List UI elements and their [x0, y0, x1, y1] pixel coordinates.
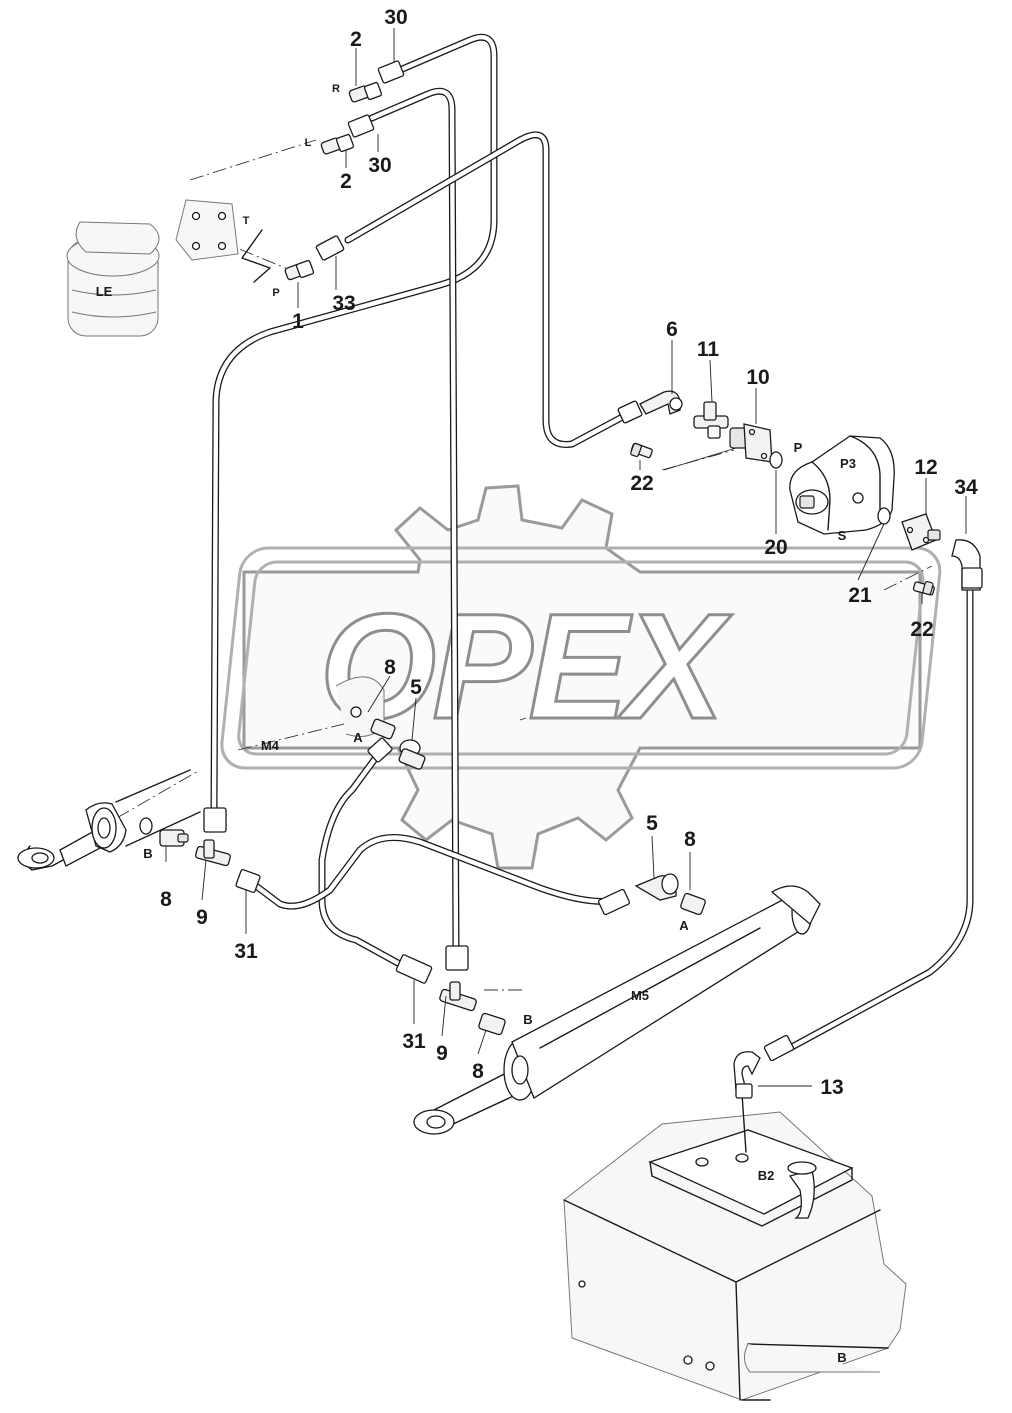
- hydraulic-tank: B2 B: [563, 1093, 907, 1401]
- tee-9-lower: [439, 981, 477, 1012]
- callout-numbers: 30 2 2 30 33 1 6 11 10 22 20 12 34 21 22…: [160, 6, 978, 1099]
- callout-8-m4-a: 8: [384, 656, 396, 679]
- label-t: T: [243, 215, 250, 227]
- label-m5: M5: [631, 988, 649, 1003]
- tee-11: [693, 401, 729, 439]
- callout-30-upper: 30: [384, 6, 407, 29]
- adapter-8-m5-a: [680, 892, 706, 916]
- callout-11: 11: [697, 338, 720, 361]
- hose-pump-to-tank: [786, 576, 974, 1052]
- callout-2-upper: 2: [350, 28, 362, 51]
- oring-20: [769, 451, 783, 469]
- callout-6: 6: [666, 318, 678, 341]
- label-m4-a: A: [353, 730, 363, 745]
- label-r: R: [332, 83, 340, 95]
- hose-nut-33: [315, 235, 345, 261]
- callout-5-m5: 5: [646, 812, 658, 835]
- hose-nut-31-left: [235, 869, 261, 893]
- opex-watermark: OPEX: [220, 484, 942, 870]
- bolt-22-upper: [630, 442, 653, 459]
- adapter-8-m4-a: [370, 718, 396, 740]
- adapter-8-m4-b: [139, 817, 189, 847]
- label-pump-s: S: [838, 528, 847, 543]
- hose-crossover: [244, 834, 624, 910]
- label-m5-b: B: [523, 1012, 532, 1027]
- callout-8-m4-b: 8: [160, 888, 172, 911]
- label-valve-p: P: [272, 287, 279, 299]
- flange-12: [901, 513, 941, 551]
- label-p3: P3: [840, 456, 856, 471]
- tee-9-left: [195, 839, 231, 867]
- elbow-13: [733, 1034, 795, 1099]
- elbow-5-m5: [634, 873, 679, 901]
- watermark-gear: [220, 484, 942, 870]
- leader-lines: [165, 28, 967, 1087]
- hoses: [210, 33, 974, 1052]
- callout-33: 33: [332, 292, 355, 315]
- label-m4: M4: [261, 738, 280, 753]
- callout-12: 12: [914, 456, 937, 479]
- callout-22-upper: 22: [630, 472, 653, 495]
- label-pump-p: P: [794, 440, 803, 455]
- hose-m4-to-tee: [318, 748, 422, 978]
- elbow-34: [951, 539, 983, 591]
- callout-31-left: 31: [234, 940, 258, 963]
- adapter-p: [284, 259, 315, 281]
- callout-9-left: 9: [196, 906, 208, 929]
- label-b2: B2: [758, 1168, 775, 1183]
- steering-unit-le: LE T: [66, 199, 271, 337]
- callout-21: 21: [848, 584, 872, 607]
- hose-nut-lower-tube: [445, 945, 469, 971]
- elbow-5-m4: [398, 739, 426, 770]
- elbow-6: [617, 390, 683, 424]
- cylinder-m5: M5 A B: [413, 885, 821, 1135]
- label-tank-b: B: [837, 1350, 846, 1365]
- port-labels: R L P: [272, 83, 340, 299]
- pump-group: P3 P S: [617, 390, 983, 596]
- bolt-22-lower: [912, 581, 935, 596]
- hose-nut-m5-elbow: [597, 888, 631, 916]
- valve-adapters: [284, 60, 405, 281]
- m5-fittings: [395, 873, 706, 1036]
- callout-13: 13: [820, 1076, 843, 1099]
- adapter-l: [320, 133, 355, 155]
- label-m5-a: A: [679, 918, 689, 933]
- adapter-r: [348, 81, 383, 103]
- callout-31-lower: 31: [402, 1030, 426, 1053]
- callout-1: 1: [292, 310, 304, 333]
- hose-nut-left-tube: [203, 807, 227, 833]
- callout-8-m5-b: 8: [472, 1060, 484, 1083]
- oring-21: [877, 507, 891, 525]
- hose-nut-30-lower: [347, 114, 375, 138]
- callout-2-lower: 2: [340, 170, 352, 193]
- callout-9-lower: 9: [436, 1042, 448, 1065]
- hose-r-to-cylinder: [210, 33, 498, 814]
- callout-5-m4: 5: [410, 676, 422, 699]
- m4-fittings: [139, 718, 426, 893]
- cylinder-m4: M4 A B: [17, 676, 385, 871]
- callout-22-lower: 22: [910, 618, 933, 641]
- pump-p3: P3 P S: [789, 435, 895, 543]
- hose-nut-31-lower: [395, 954, 433, 984]
- callout-34: 34: [954, 476, 978, 499]
- hose-nut-m4-upper: [367, 737, 393, 763]
- callout-8-m5-a: 8: [684, 828, 696, 851]
- callout-10: 10: [746, 366, 769, 389]
- label-m4-b: B: [143, 846, 152, 861]
- callout-30-lower: 30: [368, 154, 391, 177]
- label-l: L: [305, 137, 312, 149]
- label-le: LE: [96, 284, 113, 299]
- callout-20: 20: [764, 536, 787, 559]
- flange-10: [729, 423, 773, 463]
- hose-nut-30-upper: [377, 60, 405, 84]
- adapter-8-m5-b: [478, 1012, 506, 1036]
- hose-p-to-pump: [344, 131, 632, 448]
- hose-l-to-lower-fitting: [368, 87, 460, 954]
